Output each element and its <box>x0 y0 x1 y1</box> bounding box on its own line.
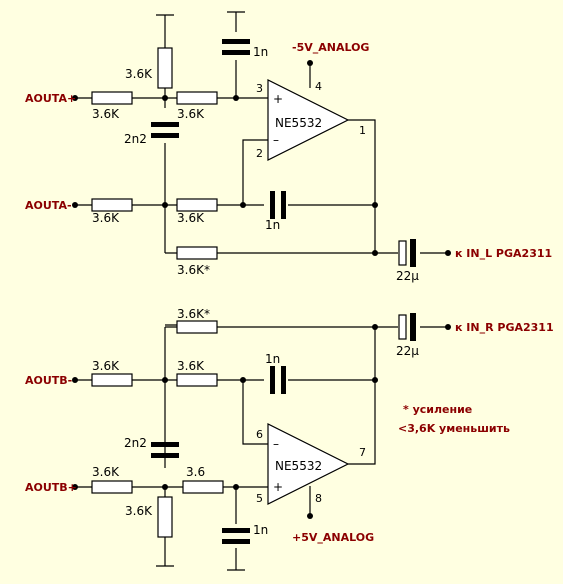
opamp-a-label: NE5532 <box>275 116 322 130</box>
channel-b: NE5532 – + 6 5 7 8 3.6K* 22µ 3.6K 3.6K 1… <box>25 307 554 571</box>
label-r-ser-pos-a: 3.6K <box>177 107 205 121</box>
opamp-b-plus: + <box>273 480 283 494</box>
label-r-gain-b: 3.6K* <box>177 307 210 321</box>
capacitor-c-top-a <box>222 39 250 55</box>
opamp-a-plus: + <box>273 92 283 106</box>
label-r-in-pos-a: 3.6K <box>92 107 120 121</box>
opamp-b-minus: – <box>273 437 279 451</box>
resistor-r-fb-a <box>176 198 218 212</box>
label-r-gain-a: 3.6K* <box>177 263 210 277</box>
net-aoutb-pos: AOUTB+ <box>25 481 77 494</box>
junction-dots-a <box>72 60 451 256</box>
resistor-r-gain-a <box>176 246 218 260</box>
note-line-1: * усиление <box>403 403 472 416</box>
opamp-a <box>267 79 350 161</box>
label-r-in-neg-a: 3.6K <box>92 211 120 225</box>
net-aoutb-neg: AOUTB- <box>25 374 72 387</box>
label-c-fb-b: 1n <box>265 352 280 366</box>
net-aouta-neg: AOUTA- <box>25 199 72 212</box>
resistor-r-ser-pos-b <box>182 480 224 494</box>
net-out-l: к IN_L PGA2311 <box>455 247 552 260</box>
net-aouta-pos: AOUTA+ <box>25 92 76 105</box>
opamp-a-minus: – <box>273 133 279 147</box>
label-r-vert-a: 3.6K <box>125 67 153 81</box>
note-line-2: <3,6K уменьшить <box>398 422 510 435</box>
pin-a-minus: 2 <box>256 147 263 160</box>
label-c-top-a: 1n <box>253 45 268 59</box>
label-c-mid-b: 2n2 <box>124 436 147 450</box>
resistor-r-in-neg-b <box>91 373 133 387</box>
label-c-mid-a: 2n2 <box>124 132 147 146</box>
resistor-r-fb-b <box>176 373 218 387</box>
capacitor-c-mid-b <box>151 442 179 458</box>
net-supply-pos: +5V_ANALOG <box>292 531 374 544</box>
resistor-r-vert-a <box>157 47 173 89</box>
resistor-r-ser-pos-a <box>176 91 218 105</box>
pin-a-out: 1 <box>359 124 366 137</box>
gain-note: * усиление <3,6K уменьшить <box>398 403 510 435</box>
resistor-r-in-pos-b <box>91 480 133 494</box>
capacitor-c-bot-b <box>222 528 250 544</box>
resistor-r-gain-b <box>176 320 218 334</box>
opamp-b-label: NE5532 <box>275 459 322 473</box>
label-r-fb-a: 3.6K <box>177 211 205 225</box>
pin-b-out: 7 <box>359 446 366 459</box>
capacitor-c-fb-b <box>270 366 286 394</box>
channel-a: NE5532 + – 3 2 4 1 3.6K 3.6K 3.6K 1n 2n2… <box>25 11 552 283</box>
resistor-r-in-neg-a <box>91 198 133 212</box>
label-c-bot-b: 1n <box>253 523 268 537</box>
net-out-r: к IN_R PGA2311 <box>455 321 554 334</box>
pin-b-plus: 5 <box>256 492 263 505</box>
label-r-in-pos-b: 3.6K <box>92 465 120 479</box>
capacitor-c-out-a <box>398 239 416 267</box>
pin-a-supply: 4 <box>315 80 322 93</box>
label-c-out-a: 22µ <box>396 269 419 283</box>
label-r-fb-b: 3.6K <box>177 359 205 373</box>
capacitor-c-mid-a <box>151 122 179 138</box>
net-supply-neg: -5V_ANALOG <box>292 41 369 54</box>
capacitor-c-fb-a <box>270 191 286 219</box>
label-r-ser-pos-b: 3.6 <box>186 465 205 479</box>
capacitor-c-out-b <box>398 313 416 341</box>
pin-b-supply: 8 <box>315 492 322 505</box>
label-c-out-b: 22µ <box>396 344 419 358</box>
junction-dots-b <box>72 324 451 519</box>
pin-a-plus: 3 <box>256 82 263 95</box>
label-r-vert-b: 3.6K <box>125 504 153 518</box>
resistor-r-in-pos-a <box>91 91 133 105</box>
label-r-in-neg-b: 3.6K <box>92 359 120 373</box>
pin-b-minus: 6 <box>256 428 263 441</box>
resistor-r-vert-b <box>157 496 173 538</box>
opamp-b <box>267 423 350 505</box>
label-c-fb-a: 1n <box>265 218 280 232</box>
